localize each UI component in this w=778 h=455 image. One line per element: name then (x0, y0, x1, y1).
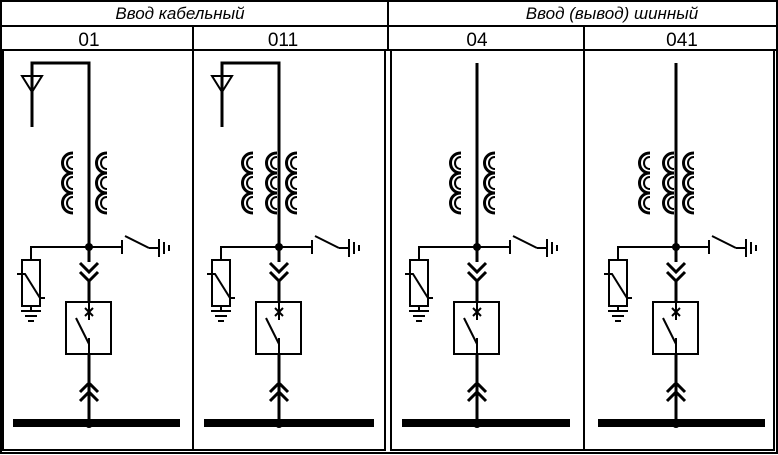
circuit-breaker-icon (65, 301, 112, 355)
junction-dot (275, 420, 283, 428)
cell-frames (2, 49, 775, 451)
withdrawable-contact-upper-icon (665, 261, 687, 284)
earthing-switch-icon (279, 235, 360, 257)
busbar (204, 419, 374, 427)
circuit-breaker-icon (255, 301, 302, 355)
circuit-breaker-icon (453, 301, 500, 355)
cell-011-scheme (204, 61, 374, 428)
surge-arrester-icon (405, 259, 433, 322)
earthing-switch-icon (89, 235, 170, 257)
earthing-switch-icon (477, 235, 558, 257)
junction-dot (85, 420, 93, 428)
withdrawable-contact-upper-icon (78, 261, 100, 284)
current-transformer-icon (449, 151, 496, 215)
current-transformer-icon (61, 151, 108, 215)
circuit-breaker-icon (652, 301, 699, 355)
surge-arrester-icon (604, 259, 632, 322)
earthing-switch-icon (676, 235, 757, 257)
header-bus-input: Ввод (вывод) шинный (526, 4, 699, 23)
withdrawable-contact-upper-icon (268, 261, 290, 284)
busbar (13, 419, 180, 427)
header-cable-input: Ввод кабельный (115, 4, 245, 23)
current-transformer-icon (638, 151, 695, 215)
surge-arrester-icon (17, 259, 45, 322)
withdrawable-contact-upper-icon (466, 261, 488, 284)
current-transformer-icon (241, 151, 298, 215)
cell-number-04: 04 (466, 30, 488, 51)
busbar (402, 419, 570, 427)
surge-arrester-icon (207, 259, 235, 322)
busbar (598, 419, 765, 427)
junction-dot (672, 420, 680, 428)
cable-termination-icon (210, 61, 281, 246)
cell-number-041: 041 (666, 30, 698, 51)
cable-termination-icon (20, 61, 91, 246)
cell-041-scheme (598, 63, 765, 428)
cell-04-scheme (402, 63, 570, 428)
cell-number-011: 011 (268, 30, 298, 51)
cell-number-01: 01 (78, 30, 99, 51)
cell-01-scheme (13, 61, 180, 428)
junction-dot (473, 420, 481, 428)
